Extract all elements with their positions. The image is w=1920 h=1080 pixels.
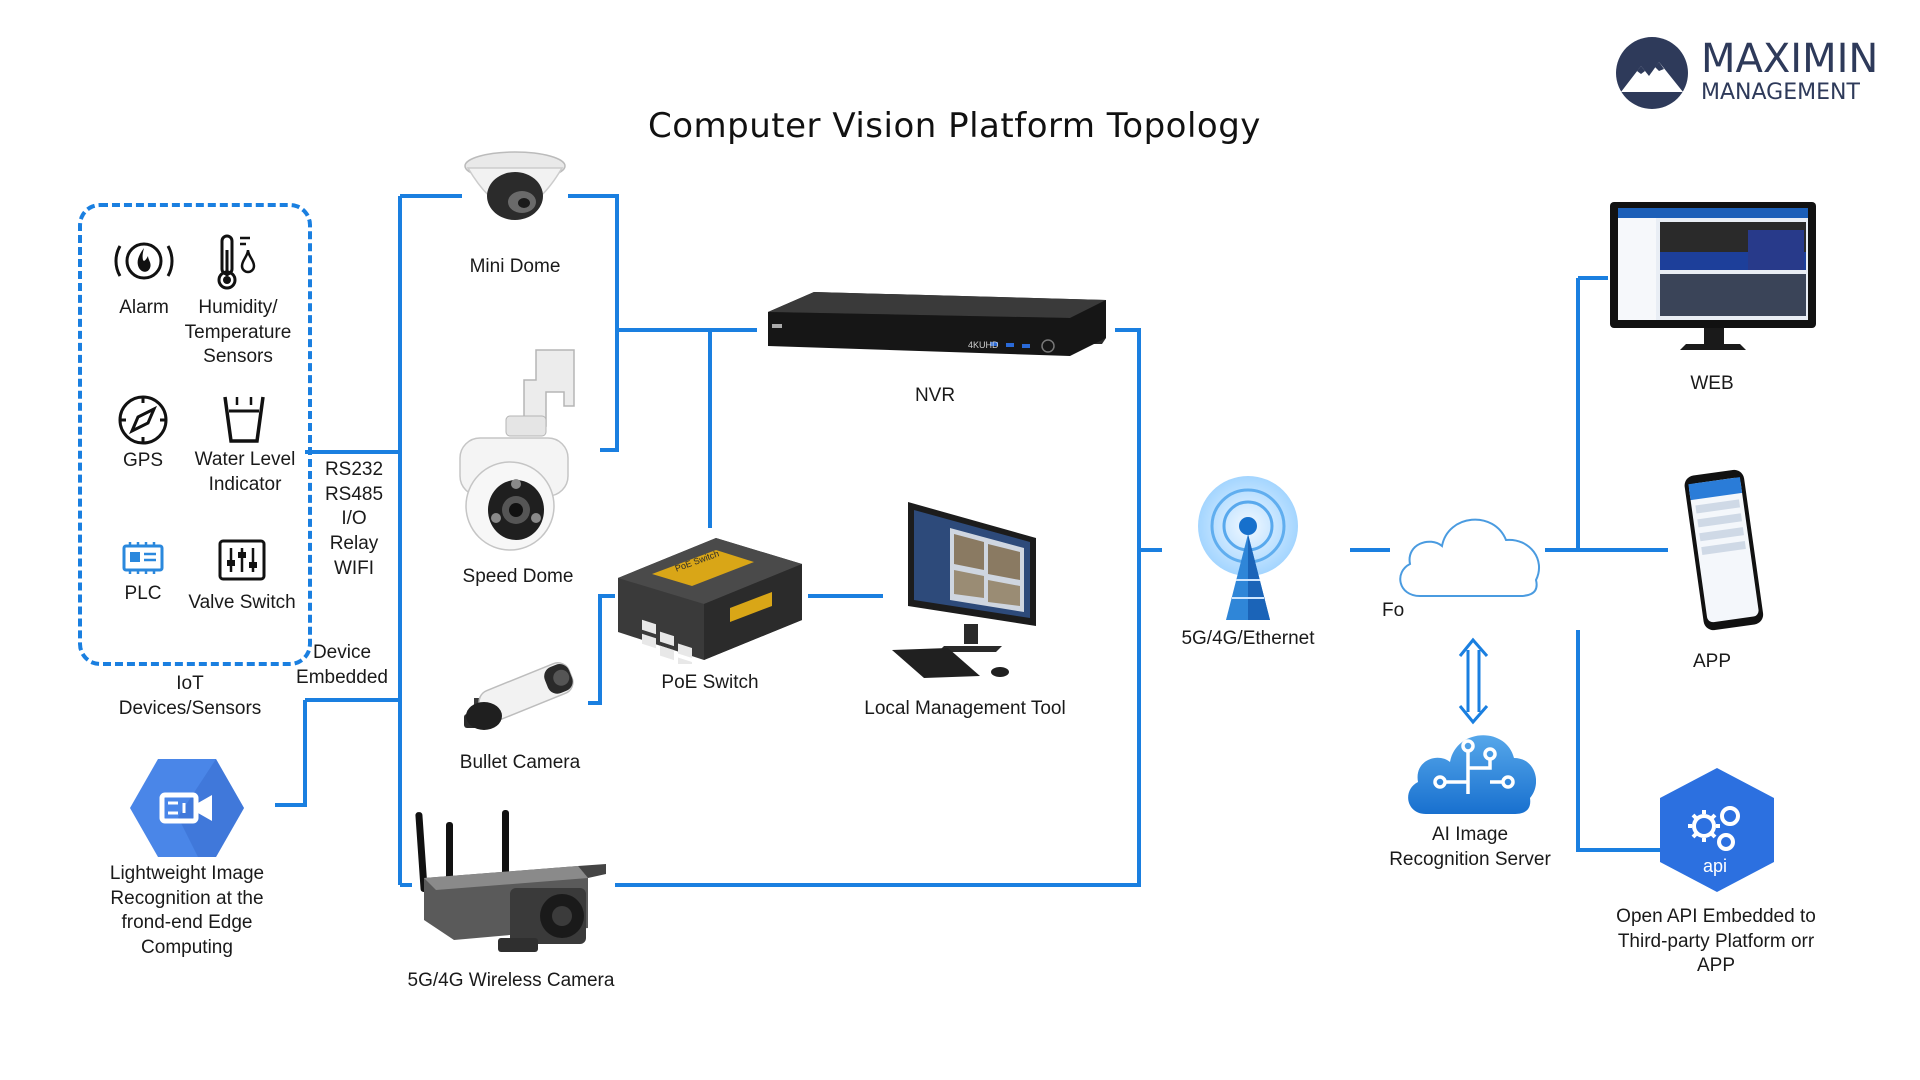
- api-badge-text: api: [1703, 856, 1728, 876]
- cloud-label: Fo: [1382, 600, 1405, 621]
- alarm-icon: [114, 242, 174, 280]
- workstation-icon: [892, 502, 1036, 678]
- maximin-logo: MAXIMIN MANAGEMENT: [1615, 36, 1879, 112]
- web-monitor-icon: [1610, 202, 1816, 350]
- mini-dome-camera-icon: [464, 151, 566, 220]
- page-title: Computer Vision Platform Topology: [648, 106, 1261, 146]
- mountain-logo-icon: [1616, 37, 1688, 109]
- web-label: WEB: [1690, 373, 1734, 394]
- app-label: APP: [1692, 651, 1732, 672]
- network-tower-icon: [1198, 476, 1298, 620]
- thermometer-icon: [217, 234, 256, 290]
- ai-server-cloud-icon: [1408, 735, 1536, 814]
- network-label: 5G/4G/Ethernet: [1181, 628, 1315, 649]
- speed-dome-camera-icon: [459, 349, 575, 551]
- nvr-device-icon: [768, 292, 1106, 356]
- iot-group-box: [78, 203, 312, 666]
- cloud-icon: [1399, 518, 1541, 597]
- logo-line2: MANAGEMENT: [1701, 80, 1860, 105]
- poe-switch-icon: [618, 538, 802, 664]
- nvr-brand-text: 4KUHD: [968, 340, 999, 350]
- valve-switch-icon: [218, 539, 266, 581]
- valve-switch-label: Valve Switch: [188, 592, 296, 613]
- mini-dome-label: Mini Dome: [469, 256, 561, 277]
- plc-label: PLC: [124, 583, 162, 604]
- bullet-camera-icon: [464, 662, 574, 730]
- ai-server-label: AI Image Recognition Server: [1389, 824, 1551, 870]
- logo-line1: MAXIMIN: [1701, 36, 1879, 82]
- speed-dome-label: Speed Dome: [462, 566, 574, 587]
- wireless-camera-label: 5G/4G Wireless Camera: [407, 970, 615, 991]
- local-management-tool-label: Local Management Tool: [864, 698, 1066, 719]
- api-hexagon-icon: [1660, 768, 1774, 892]
- wireless-camera-icon: [415, 810, 606, 952]
- compass-icon: [118, 395, 168, 445]
- gps-label: GPS: [122, 450, 164, 471]
- plc-chip-icon: [122, 542, 164, 574]
- app-phone-icon: [1684, 469, 1764, 631]
- water-glass-icon: [223, 396, 265, 443]
- api-label: Open API Embedded to Third-party Platfor…: [1616, 906, 1816, 977]
- water-level-label: Water Level Indicator: [194, 449, 296, 495]
- bullet-camera-label: Bullet Camera: [459, 752, 581, 773]
- iot-caption: IoT Devices/Sensors: [118, 673, 262, 719]
- nvr-label: NVR: [914, 385, 956, 406]
- alarm-label: Alarm: [119, 297, 169, 318]
- poe-switch-label: PoE Switch: [661, 672, 759, 693]
- protocol-list: RS232 RS485 I/O Relay WIFI: [324, 459, 384, 579]
- humidity-label: Humidity/ Temperature Sensors: [184, 297, 292, 368]
- device-embedded-label: Device Embedded: [296, 642, 388, 688]
- edge-computing-label: Lightweight Image Recognition at the fro…: [109, 863, 265, 959]
- edge-computing-icon: [130, 759, 244, 857]
